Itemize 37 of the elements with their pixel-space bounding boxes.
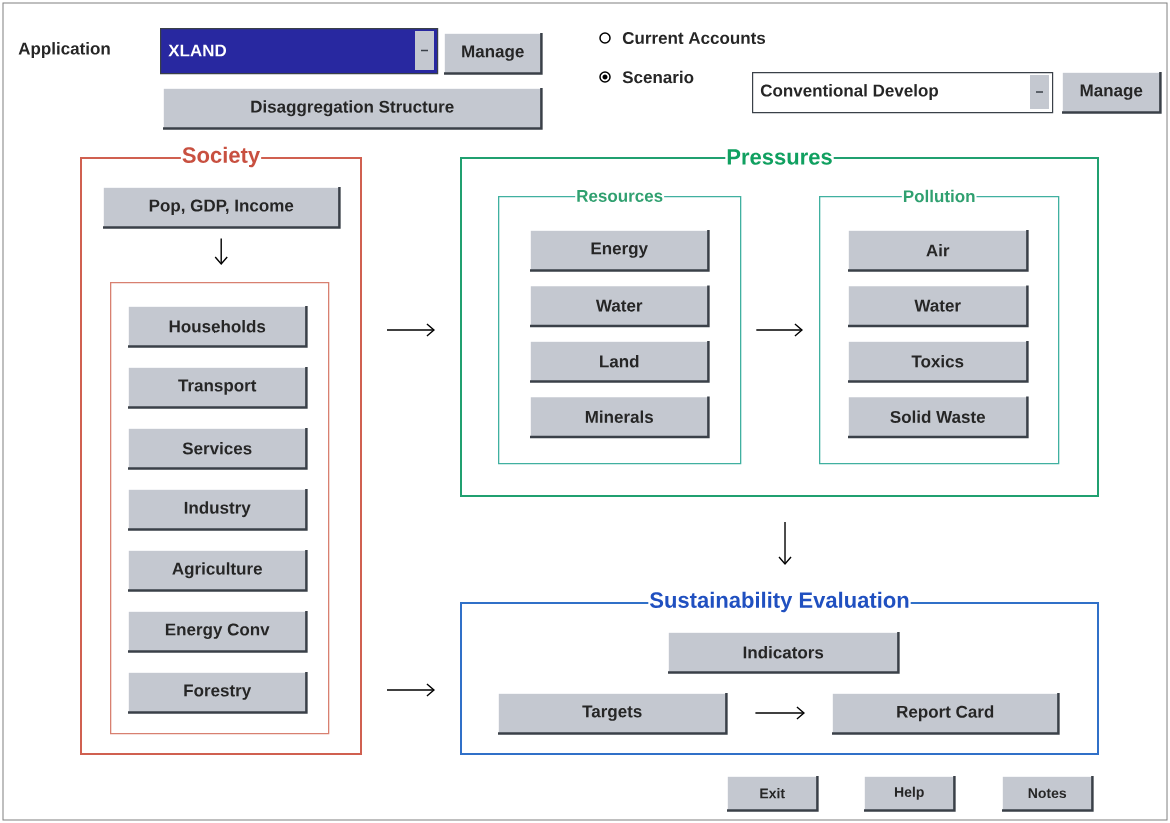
button: Report Card [831, 692, 1060, 735]
button: Minerals [529, 395, 710, 439]
button: Services [127, 427, 308, 470]
button: Targets [497, 692, 728, 735]
button: Energy [529, 229, 710, 272]
button: Water [847, 284, 1029, 328]
button: Solid Waste [847, 395, 1029, 439]
button: Water [529, 284, 710, 328]
button: Exit [726, 775, 819, 812]
button: Households [127, 305, 308, 348]
button: Forestry [127, 671, 308, 714]
button: Manage [443, 32, 543, 75]
arrow [754, 706, 805, 720]
button: Help [863, 775, 956, 812]
arrow [755, 323, 803, 337]
arrow [214, 237, 228, 265]
button: Transport [127, 366, 308, 409]
field-label: Application [18, 42, 110, 58]
button: Pop, GDP, Income [102, 186, 341, 229]
button: Agriculture [127, 549, 308, 592]
button: Energy Conv [127, 610, 308, 653]
arrow [778, 521, 792, 565]
panel-frame [110, 282, 330, 735]
arrow [386, 683, 435, 697]
dropdown-field: Conventional Develop [752, 72, 1054, 114]
dropdown-field: XLAND [160, 28, 439, 75]
button: Air [847, 229, 1029, 272]
arrow [386, 323, 435, 337]
button: Indicators [667, 631, 900, 674]
radio-button: Current Accounts [599, 32, 766, 45]
button: Land [529, 340, 710, 383]
button: Manage [1061, 71, 1162, 114]
button: Industry [127, 488, 308, 531]
radio-button: Scenario [599, 70, 694, 84]
button: Notes [1001, 775, 1094, 812]
button: Toxics [847, 340, 1029, 383]
button: Disaggregation Structure [162, 87, 543, 130]
